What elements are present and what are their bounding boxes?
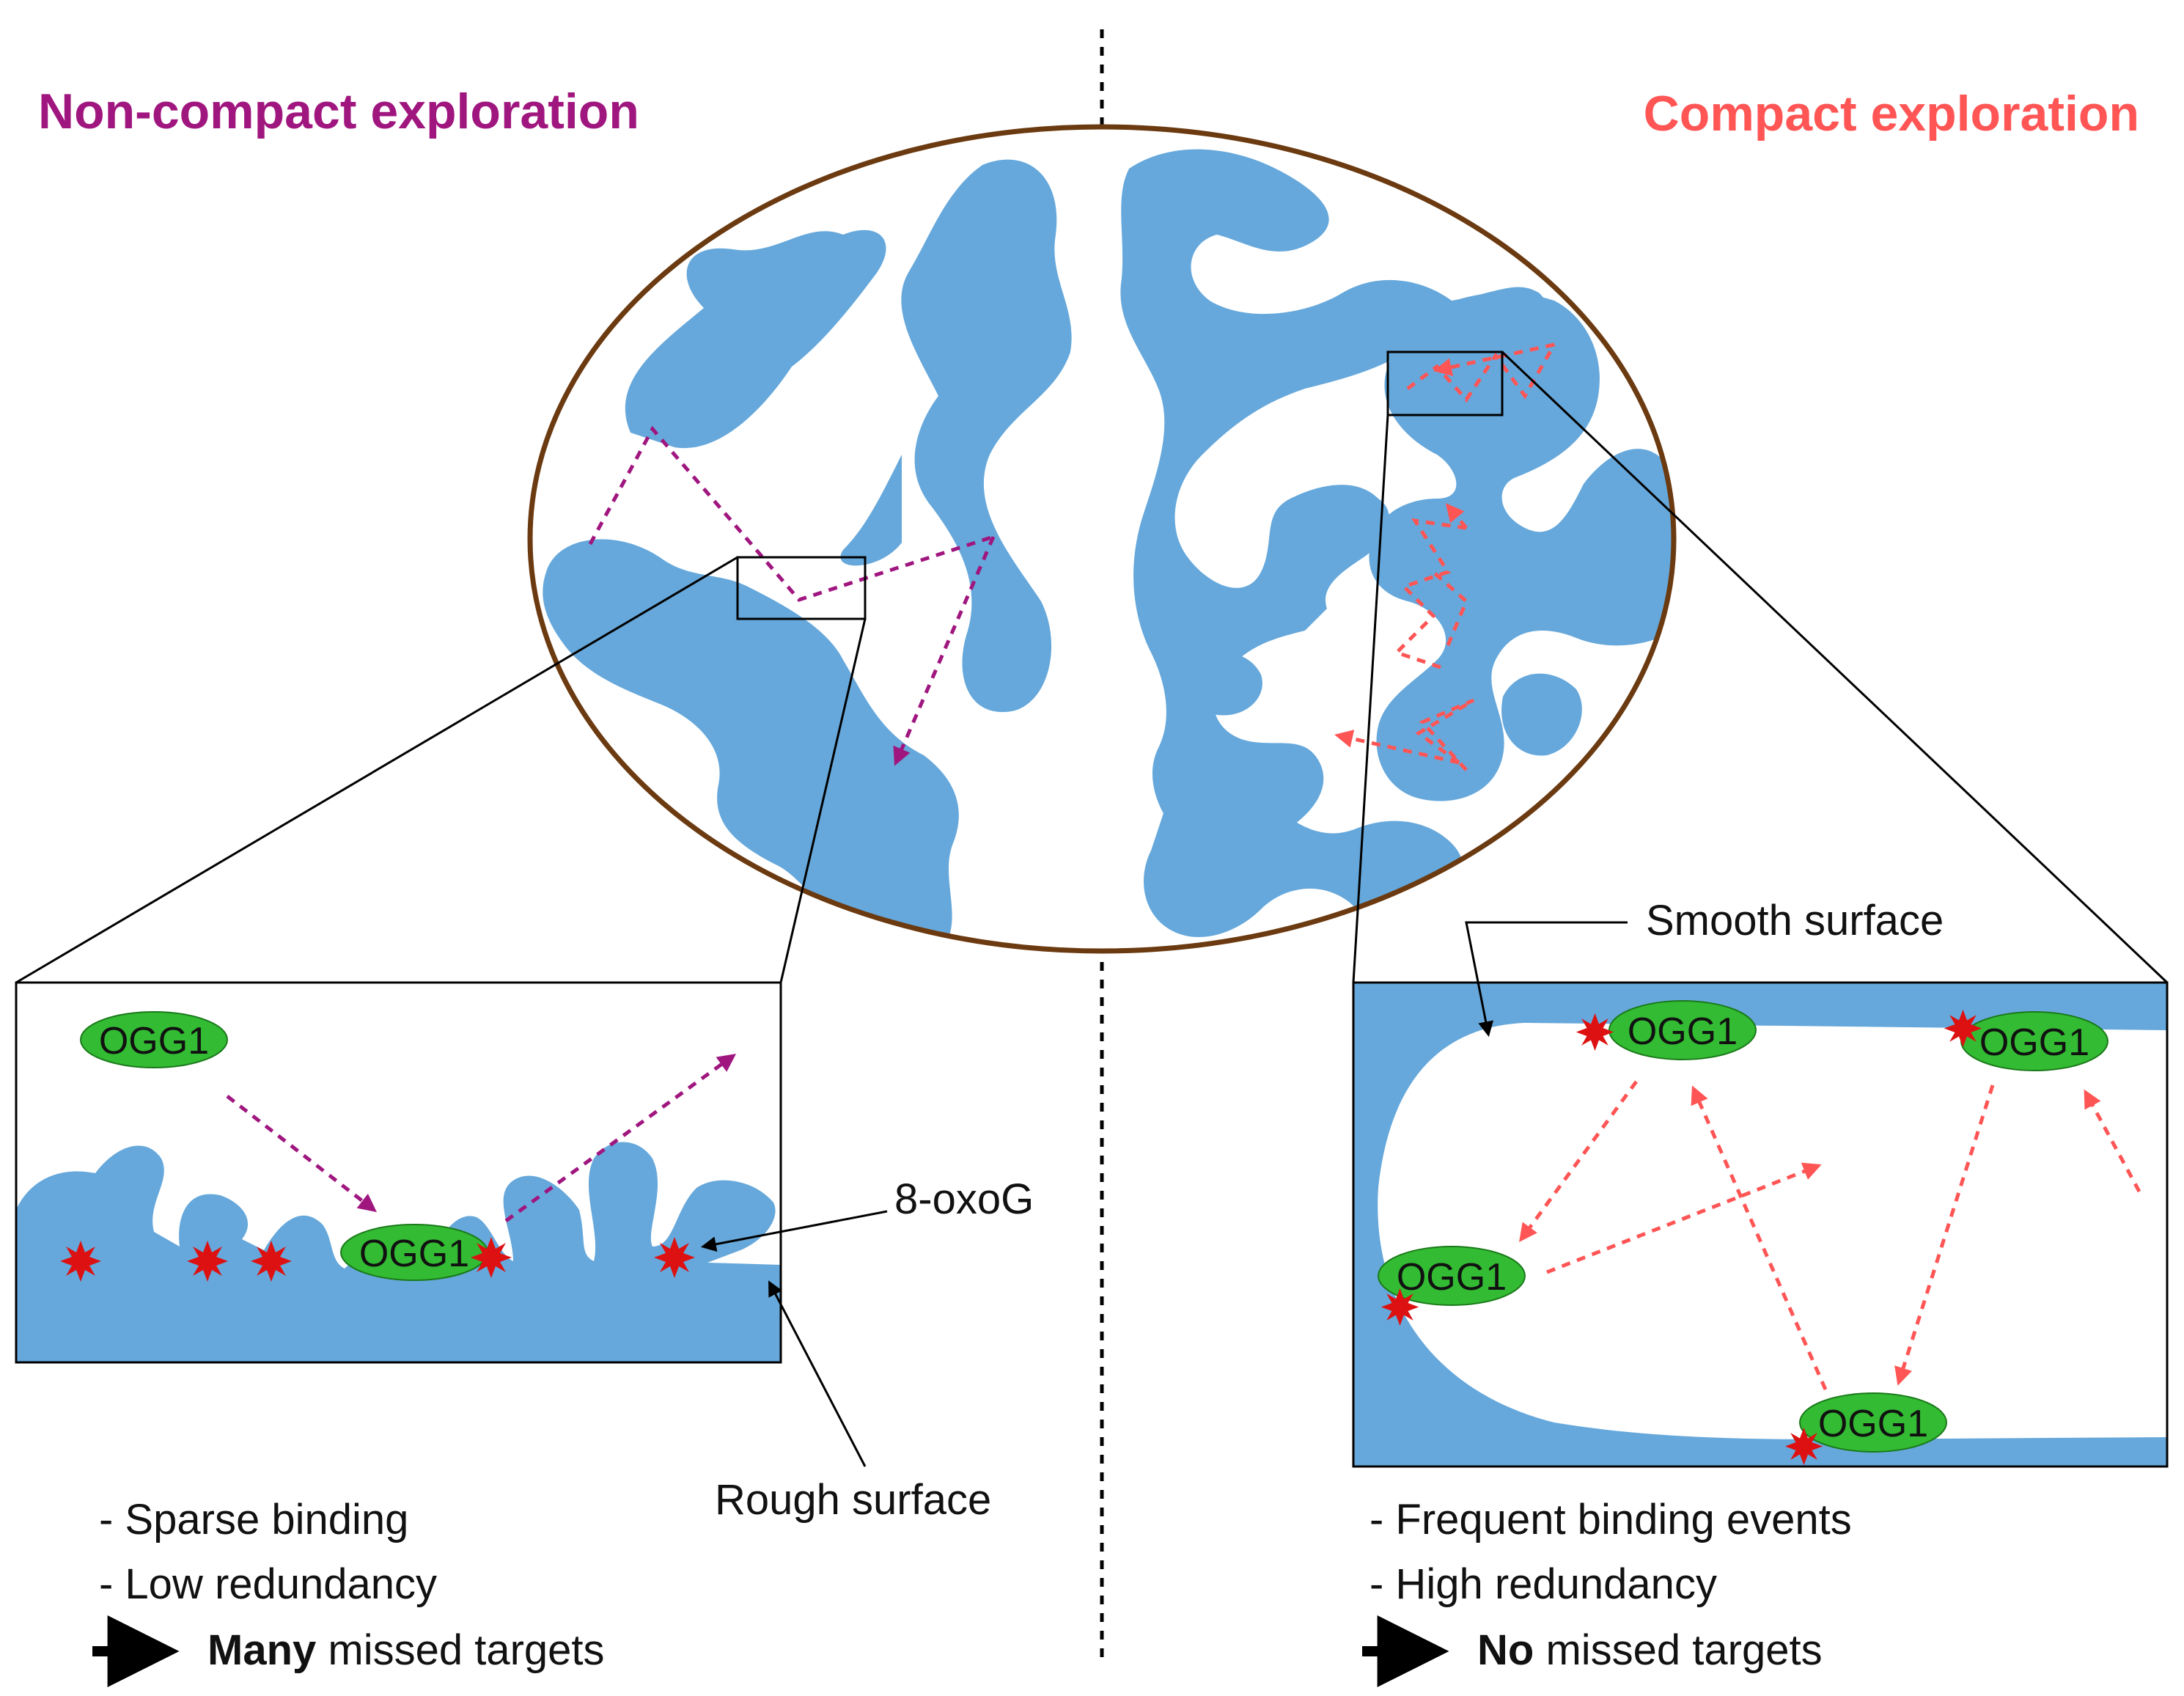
ogg1-label: OGG1 [99, 1020, 209, 1062]
ogg1-protein: OGG1 [340, 1224, 488, 1281]
lesion-icon [1944, 1009, 1982, 1048]
lesion-icon [471, 1237, 512, 1278]
title-compact: Compact exploration [1644, 86, 2139, 142]
ogg1-label: OGG1 [1397, 1256, 1507, 1299]
lesion-icon [1784, 1427, 1823, 1466]
lesion-pointer [700, 1210, 888, 1252]
right-bullet: - High redundancy [1369, 1560, 1717, 1608]
ogg1-protein: OGG1 [1378, 1246, 1526, 1306]
conclusion-text: missed targets [1534, 1626, 1822, 1674]
inset-right-arrows [1519, 1080, 2141, 1391]
ogg1-label: OGG1 [1979, 1021, 2089, 1064]
left-bullet: - Low redundancy [99, 1560, 437, 1608]
rough-surface-pointer [768, 1280, 867, 1467]
left-conclusion: Many missed targets [92, 1615, 605, 1687]
zoom-box-right [1386, 350, 1504, 416]
right-trajectory [1334, 342, 1556, 771]
ogg1-protein: OGG1 [1799, 1392, 1947, 1453]
ogg1-protein: OGG1 [80, 1011, 228, 1068]
right-bullet: - Frequent binding events [1369, 1496, 1852, 1543]
ogg1-protein: OGG1 [1960, 1011, 2108, 1071]
lesion-icon [60, 1241, 101, 1282]
svg-text:No missed targets: No missed targets [1477, 1626, 1823, 1674]
lesion-icon [251, 1241, 292, 1282]
ogg1-label: OGG1 [1818, 1403, 1928, 1445]
lesion-icon [654, 1237, 695, 1278]
inset-right [1352, 981, 2169, 1468]
lesion-icon [187, 1241, 228, 1282]
zoom-box-left [736, 556, 867, 620]
smooth-surface-label: Smooth surface [1646, 897, 1944, 944]
ogg1-label: OGG1 [1628, 1010, 1738, 1053]
svg-text:Many missed targets: Many missed targets [207, 1626, 605, 1674]
lesion-icon [1380, 1288, 1419, 1326]
right-conclusion: No missed targets [1362, 1615, 1823, 1687]
inset-left-arrows [226, 1054, 737, 1223]
nucleus [527, 124, 1677, 954]
left-trajectory [588, 425, 996, 766]
ogg1-label: OGG1 [359, 1233, 469, 1275]
title-non-compact: Non-compact exploration [38, 84, 639, 139]
lesion-icon [1576, 1013, 1614, 1051]
smooth-surface-pointer [1465, 921, 1628, 1038]
zoom-lines [15, 350, 2169, 984]
conclusion-emphasis: Many [207, 1626, 316, 1674]
smooth-surface [1378, 1023, 2167, 1439]
conclusion-text: missed targets [316, 1626, 604, 1674]
left-bullet: - Sparse binding [99, 1496, 408, 1543]
ogg1-protein: OGG1 [1608, 1000, 1757, 1060]
rough-surface-label: Rough surface [715, 1476, 991, 1524]
lesion-label: 8-oxoG [894, 1175, 1034, 1223]
conclusion-emphasis: No [1477, 1626, 1534, 1674]
